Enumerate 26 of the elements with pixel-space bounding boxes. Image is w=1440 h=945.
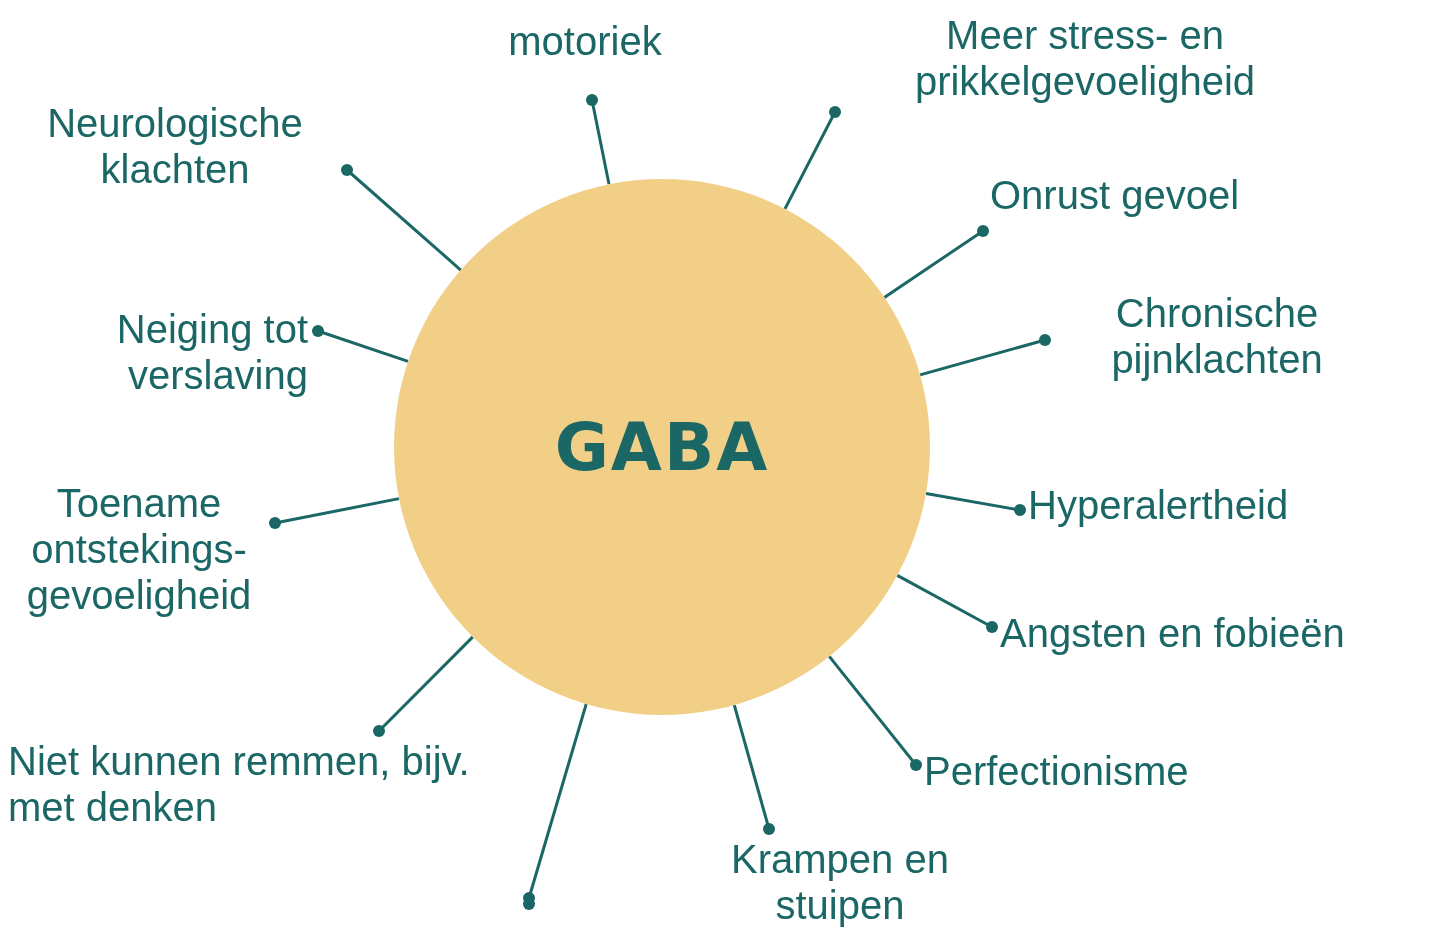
symptom-label: Angsten en fobieën [1000, 610, 1380, 656]
spoke-line [783, 106, 841, 210]
central-circle: GABA [394, 179, 930, 715]
spoke-line [312, 325, 409, 363]
spoke-line [732, 704, 775, 835]
spoke-line [341, 164, 462, 272]
symptom-label: Meer stress- en prikkelgevoeligheid [830, 12, 1340, 104]
symptom-label: Krampen en stuipen [690, 836, 990, 928]
spoke-line [896, 574, 998, 633]
symptom-label: Niet kunnen remmen, bijv. met denken [8, 738, 478, 830]
spoke-line [883, 225, 989, 299]
symptom-label: motoriek [470, 18, 700, 64]
symptom-label: Neiging tot verslaving [8, 306, 308, 398]
spoke-line [586, 94, 611, 185]
spoke-line [919, 334, 1051, 377]
spoke-end-dot [523, 898, 535, 910]
spoke-line [828, 655, 922, 771]
symptom-label: Toename ontstekings- gevoeligheid [8, 480, 270, 618]
spoke-line [269, 497, 400, 529]
spoke-line [925, 491, 1026, 516]
symptom-label: Onrust gevoel [990, 172, 1370, 218]
symptom-label: Perfectionisme [924, 748, 1254, 794]
symptom-label: Hyperalertheid [1028, 482, 1328, 528]
spoke-line [373, 635, 474, 737]
symptom-label: Chronische pijnklachten [1052, 290, 1382, 382]
symptom-label: Neurologische klachten [8, 100, 342, 192]
